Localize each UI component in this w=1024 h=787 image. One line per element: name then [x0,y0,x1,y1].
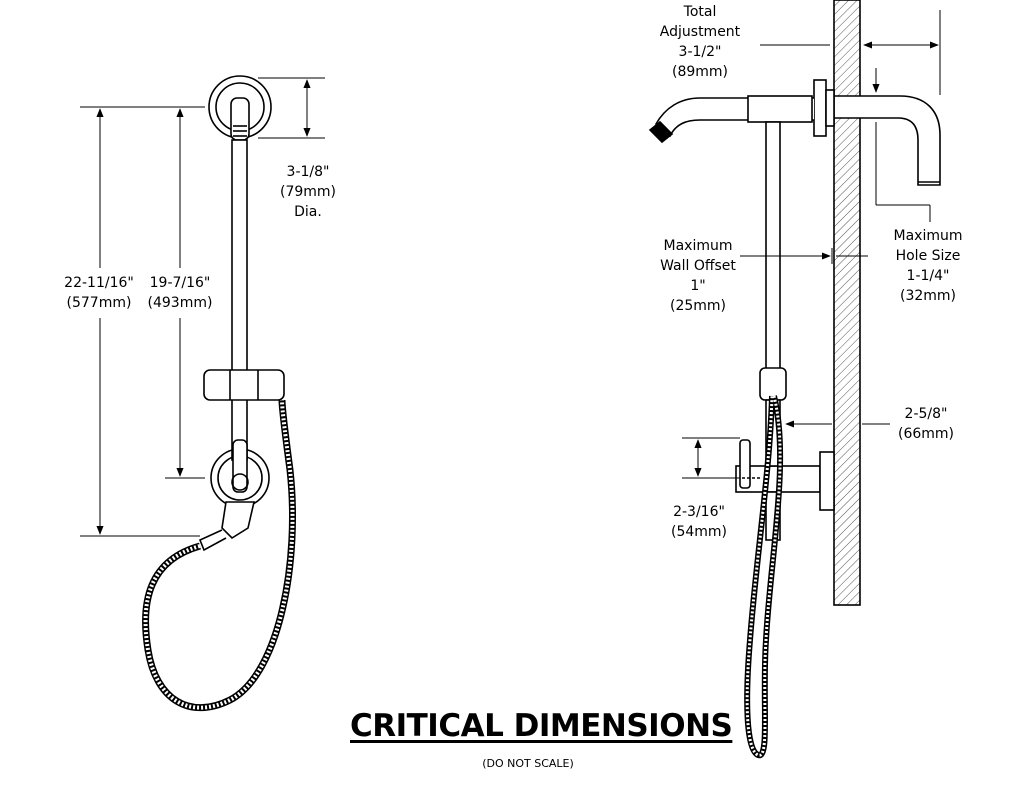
slide-bar [231,139,248,461]
max-wall-offset-value: 1" [690,278,706,294]
max-wall-offset-line2: Wall Offset [660,258,736,274]
supply-pipe [833,95,941,186]
flange-diameter-metric: (79mm) [279,184,336,200]
max-wall-offset-metric: (25mm) [669,298,726,314]
flange-diameter-value: 3-1/8" [286,164,330,180]
wall-clearance-value: 2-5/8" [904,406,948,422]
total-adjustment-value: 3-1/2" [678,44,722,60]
side-riser [765,121,781,373]
max-hole-size-metric: (32mm) [899,288,956,304]
slide-holder [203,369,285,401]
drawing-title: CRITICAL DIMENSIONS [350,708,733,744]
max-hole-size-label: Maximum Hole Size 1-1/4" (32mm) [882,226,974,306]
side-view-dimension-lines [682,10,941,479]
bar-height-label: 19-7/16" (493mm) [140,273,220,313]
wall-clearance-metric: (66mm) [897,426,954,442]
total-adjustment-line2: Adjustment [659,24,741,40]
max-wall-offset-label: Maximum Wall Offset 1" (25mm) [650,236,746,316]
bar-height-metric: (493mm) [147,295,213,311]
shower-arm-stub [230,97,250,141]
total-adjustment-label: Total Adjustment 3-1/2" (89mm) [648,2,752,82]
overall-height-value: 22-11/16" [64,275,134,291]
overall-height-label: 22-11/16" (577mm) [54,273,144,313]
bar-height-value: 19-7/16" [149,275,211,291]
flange-diameter-unit: Dia. [294,204,322,220]
front-view-dimension-lines [80,77,325,537]
diverter-height-label: 2-3/16" (54mm) [660,502,738,542]
diverter-height-metric: (54mm) [670,524,727,540]
max-hole-size-value: 1-1/4" [906,268,950,284]
max-hole-size-line1: Maximum [893,228,963,244]
wall-section [833,0,861,606]
diverter-height-value: 2-3/16" [673,504,725,520]
side-view [648,0,941,759]
wall-clearance-label: 2-5/8" (66mm) [886,404,966,444]
overall-height-metric: (577mm) [66,295,132,311]
total-adjustment-line1: Total [683,4,717,20]
flange-diameter-label: 3-1/8" (79mm) Dia. [270,162,346,222]
front-view [142,75,296,712]
max-wall-offset-line1: Maximum [663,238,733,254]
hose-elbow [221,501,256,540]
handshower-hose-left [142,399,296,712]
handshower-hose-right [744,395,784,759]
max-hole-size-line2: Hole Size [895,248,961,264]
drawing-subtitle: (DO NOT SCALE) [482,757,574,770]
total-adjustment-metric: (89mm) [671,64,728,80]
